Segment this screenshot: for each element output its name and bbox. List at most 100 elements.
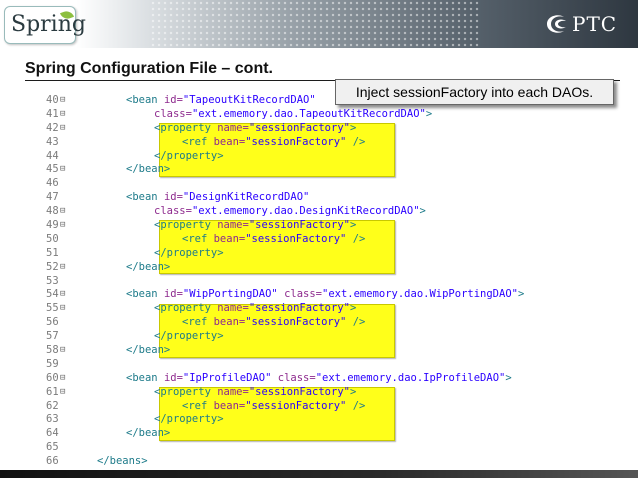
code-text: </bean> [126,261,170,275]
line-number: 55 [46,302,59,315]
code-text: <bean id="TapeoutKitRecordDAO" [126,94,316,108]
xml-attribute: name= [217,121,249,134]
xml-tag: </bean> [126,260,171,273]
xml-tag: <property [154,302,218,315]
ptc-swirl-icon [547,15,566,33]
line-number: 51 [46,246,59,259]
fold-marker-icon[interactable]: ⊟ [60,386,66,397]
fold-marker-icon[interactable]: ⊟ [60,108,66,119]
xml-value: "sessionFactory" [248,121,350,134]
code-text: class="ext.ememory.dao.TapeoutKitRecordD… [154,108,432,122]
title-divider [25,80,620,81]
xml-tag: <property [154,121,218,134]
xml-attribute: bean= [213,316,246,329]
fold-marker-icon[interactable]: ⊟ [60,345,66,356]
xml-attribute: bean= [213,135,246,148]
code-text: <property name="sessionFactory"> [154,302,356,316]
xml-tag: </property> [154,330,224,343]
xml-tag: <property [154,219,218,232]
slide-title: Spring Configuration File – cont. [25,60,273,77]
xml-tag: </property> [154,149,224,162]
line-number: 57 [46,330,59,343]
xml-tag: > [517,288,525,301]
xml-value: "ext.ememory.dao.WipPortingDAO" [322,288,518,301]
xml-tag: > [349,219,357,232]
xml-attribute: name= [217,302,249,315]
line-number: 41 [46,107,59,120]
code-text: <bean id="IpProfileDAO" class="ext.ememo… [126,372,512,386]
xml-attribute: id= [163,288,183,301]
xml-tag: </bean> [126,427,171,440]
fold-marker-icon[interactable]: ⊟ [60,261,66,272]
xml-attribute: class= [284,288,322,301]
xml-attribute: bean= [213,399,246,412]
xml-value: "sessionFactory" [248,302,350,315]
fold-marker-icon[interactable]: ⊟ [60,164,66,175]
code-text: </bean> [126,427,170,441]
xml-tag: <ref [182,135,214,148]
line-number: 59 [46,357,59,370]
header-dot-pattern [150,0,480,48]
fold-marker-icon[interactable]: ⊟ [60,206,66,217]
xml-tag: </beans> [97,455,148,468]
xml-value: "sessionFactory" [245,316,347,329]
code-text: class="ext.ememory.dao.DesignKitRecordDA… [154,205,426,219]
fold-marker-icon[interactable]: ⊟ [60,95,66,105]
spring-logo-text: Spring [11,12,86,37]
code-text: <ref bean="sessionFactory" /> [182,316,365,330]
xml-value: "IpProfileDAO" [182,371,272,384]
xml-tag: > [349,302,357,315]
xml-value: "sessionFactory" [245,399,347,412]
code-text: <ref bean="sessionFactory" /> [182,400,365,414]
xml-value: "ext.ememory.dao.DesignKitRecordDAO" [191,205,420,218]
fold-marker-icon[interactable]: ⊟ [60,220,66,231]
xml-tag: > [419,205,426,218]
line-number: 49 [46,219,59,232]
callout-box: Inject sessionFactory into each DAOs. [335,79,614,105]
line-number: 56 [46,316,59,329]
ptc-logo-text: PTC [572,12,618,36]
line-number: 52 [46,260,59,273]
line-number: 44 [46,149,59,162]
xml-value: "TapeoutKitRecordDAO" [182,94,316,106]
line-number: 53 [46,274,59,287]
xml-value: "ext.ememory.dao.TapeoutKitRecordDAO" [191,107,426,120]
line-number: 43 [46,135,59,148]
fold-marker-icon[interactable]: ⊟ [60,372,66,383]
code-text: <bean id="WipPortingDAO" class="ext.emem… [126,288,524,302]
fold-marker-icon[interactable]: ⊟ [60,303,66,314]
xml-tag: <bean [126,371,164,384]
code-text: <property name="sessionFactory"> [154,122,356,136]
fold-marker-icon[interactable]: ⊟ [60,122,66,133]
xml-value: "sessionFactory" [245,232,347,245]
code-text: </property> [154,330,224,344]
code-text: </bean> [126,163,170,177]
bottom-bar [0,470,638,478]
code-text: <property name="sessionFactory"> [154,386,356,400]
xml-tag: /> [346,316,366,329]
code-text: </property> [154,247,224,261]
code-editor-panel: 40⊟<bean id="TapeoutKitRecordDAO"41⊟clas… [37,90,537,474]
xml-attribute: class= [277,371,316,384]
xml-attribute: id= [163,94,183,106]
xml-tag: > [349,121,357,134]
code-text: </property> [154,413,224,427]
highlight-box [159,304,395,358]
code-text: <ref bean="sessionFactory" /> [182,233,365,247]
highlight-box [159,220,395,274]
line-number: 62 [46,399,59,412]
xml-value: "ext.ememory.dao.IpProfileDAO" [315,371,506,384]
line-number: 61 [46,385,59,398]
xml-attribute: name= [217,385,249,398]
spring-logo: Spring [4,6,86,44]
line-number: 46 [46,177,59,190]
line-number: 48 [46,205,59,218]
code-text: <bean id="DesignKitRecordDAO" [126,191,309,205]
line-number: 63 [46,413,59,426]
xml-tag: /> [346,135,366,148]
line-number: 64 [46,427,59,440]
xml-value: "WipPortingDAO" [182,288,278,301]
xml-tag: </bean> [126,163,171,176]
xml-attribute: name= [217,219,249,232]
fold-marker-icon[interactable]: ⊟ [60,289,66,300]
